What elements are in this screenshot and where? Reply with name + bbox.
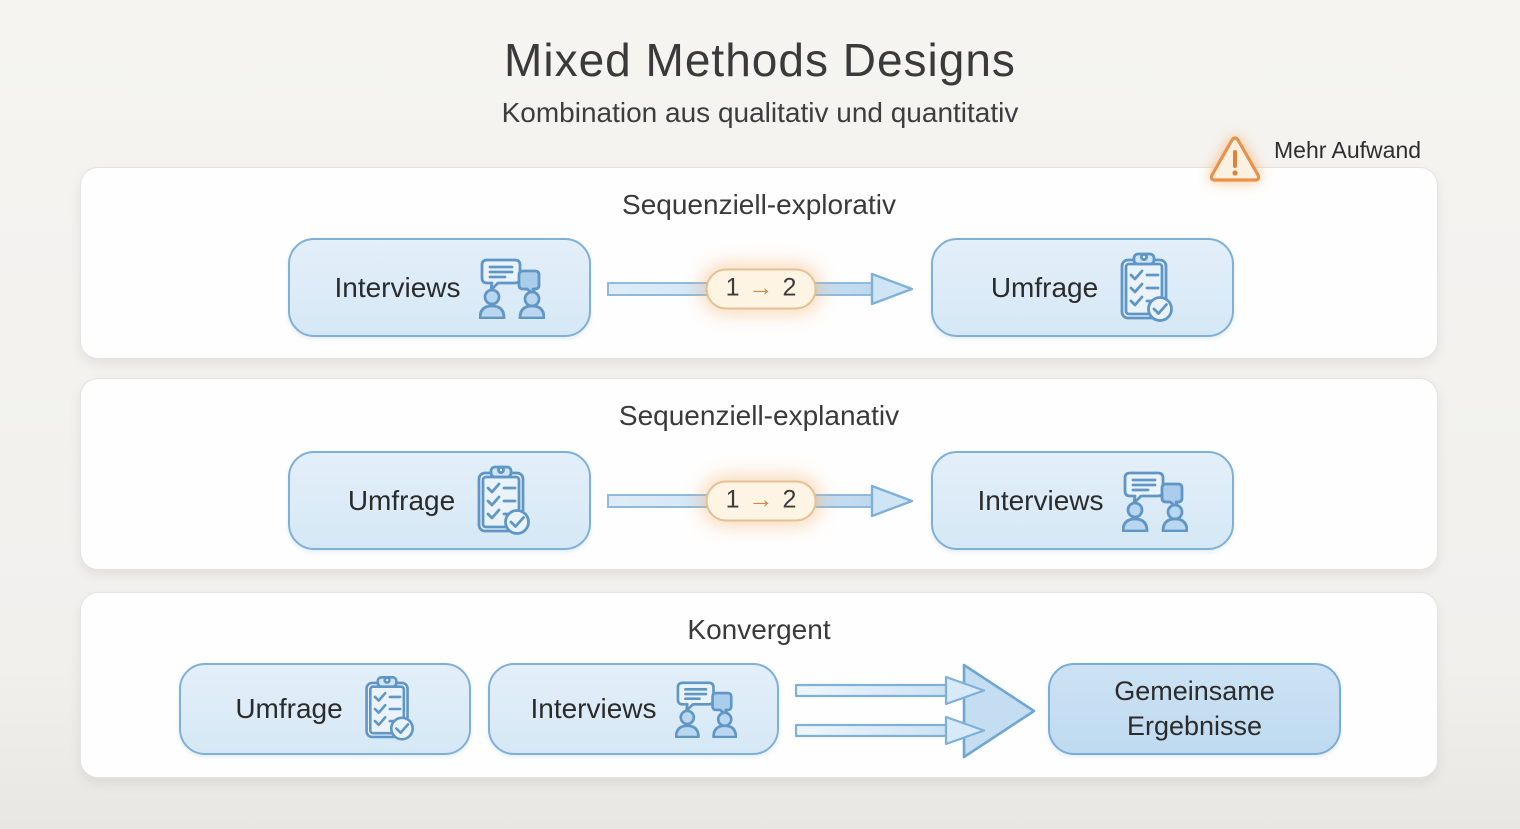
badge-to: 2 (782, 485, 797, 514)
method-box-umfrage: Umfrage (179, 663, 471, 755)
sequence-arrow: 1 → 2 (606, 267, 916, 311)
page-title: Mixed Methods Designs (504, 34, 1016, 86)
method-label: Umfrage (347, 484, 456, 516)
method-box-umfrage: Umfrage (931, 238, 1234, 337)
panel-sequenziell-explanativ: Sequenziell-explanativ Umfrage (80, 378, 1438, 570)
result-box-gemeinsame-ergebnisse: Gemeinsame Ergebnisse (1048, 663, 1341, 755)
panel-sequenziell-explorativ: Sequenziell-explorativ Interviews (80, 167, 1438, 359)
badge-from: 1 (725, 485, 740, 514)
badge-arrow-glyph: → (748, 485, 774, 514)
clipboard-check-icon (1120, 252, 1174, 322)
method-label: Interviews (977, 484, 1104, 516)
badge-arrow-glyph: → (748, 273, 774, 302)
badge-to: 2 (782, 273, 797, 302)
method-box-interviews: Interviews (488, 663, 779, 755)
result-label: Gemeinsame Ergebnisse (1114, 675, 1275, 741)
sequence-arrow: 1 → 2 (606, 479, 916, 523)
panel-title: Sequenziell-explanativ (618, 400, 900, 431)
method-label: Umfrage (990, 271, 1099, 303)
warning-badge: Mehr Aufwand (1208, 134, 1421, 184)
chat-people-icon (674, 681, 737, 738)
panel-title: Sequenziell-explorativ (622, 189, 896, 220)
page-subtitle: Kombination aus qualitativ und quantitat… (501, 97, 1019, 128)
clipboard-check-icon (364, 676, 414, 741)
method-label: Interviews (530, 693, 657, 724)
chat-people-icon (1121, 471, 1188, 532)
chat-people-icon (478, 258, 545, 319)
order-badge: 1 → 2 (705, 268, 817, 310)
panel-konvergent: Konvergent Umfrage Interviews (80, 592, 1438, 778)
method-label: Interviews (334, 271, 461, 303)
method-label: Umfrage (235, 693, 343, 724)
order-badge: 1 → 2 (705, 480, 817, 522)
method-box-interviews: Interviews (931, 451, 1234, 550)
warning-triangle-icon (1209, 136, 1261, 182)
clipboard-check-icon (477, 465, 531, 535)
merge-arrows-icon (794, 663, 1036, 759)
panel-title: Konvergent (687, 614, 831, 645)
badge-from: 1 (725, 273, 740, 302)
method-box-umfrage: Umfrage (288, 451, 591, 550)
warning-label: Mehr Aufwand (1274, 137, 1422, 163)
convergent-arrows (794, 659, 1038, 768)
method-box-interviews: Interviews (288, 238, 591, 337)
